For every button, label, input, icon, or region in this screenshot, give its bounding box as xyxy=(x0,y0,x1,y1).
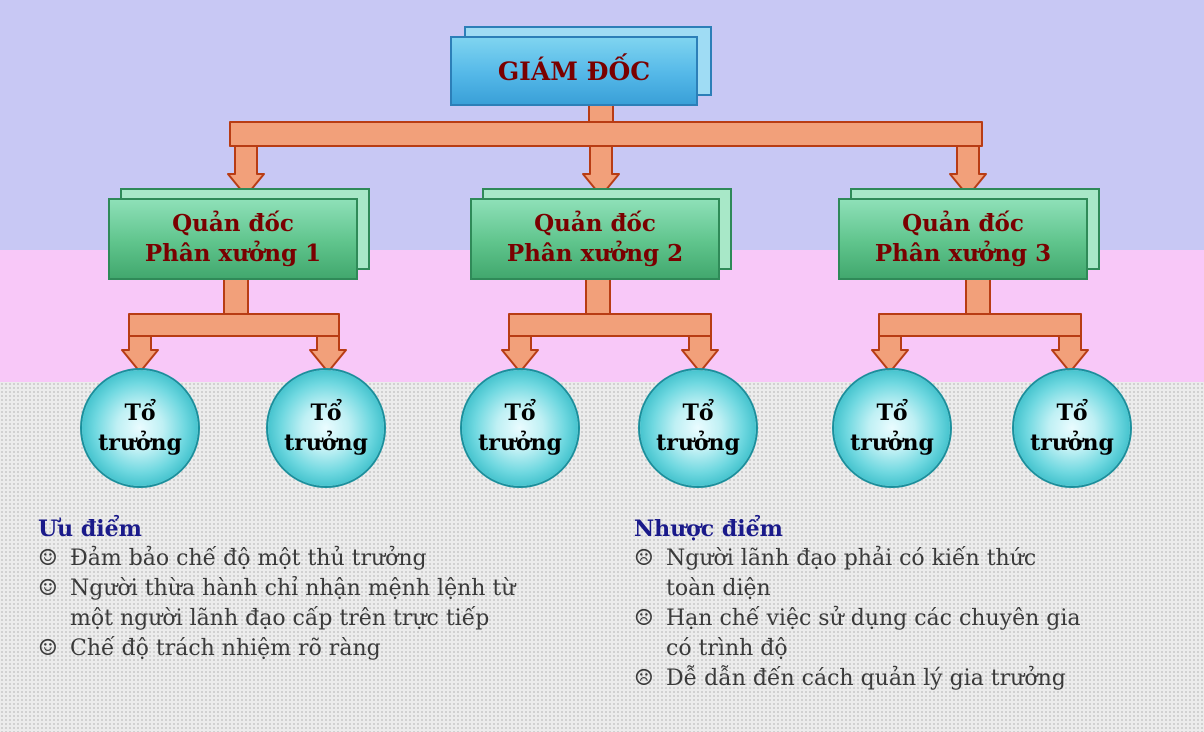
arrow-to-team-leader xyxy=(1051,335,1089,373)
connector-stem xyxy=(223,275,249,319)
leader-line1: Tổ xyxy=(124,400,156,426)
advantage-text: Người thừa hành chỉ nhận mệnh lệnh từ xyxy=(70,576,516,601)
disadvantage-item: ☹ Hạn chế việc sử dụng các chuyên gia có… xyxy=(634,604,1194,664)
team-leader-circle-6: Tổ trưởng xyxy=(1014,370,1130,486)
manager-line2: Phân xưởng 2 xyxy=(506,240,684,267)
manager-box-1: Quản đốc Phân xưởng 1 xyxy=(108,198,358,280)
arrow-to-manager xyxy=(227,145,265,197)
team-leader-circle-1: Tổ trưởng xyxy=(82,370,198,486)
director-box: GIÁM ĐỐC xyxy=(450,36,698,106)
arrow-to-manager xyxy=(949,145,987,197)
frown-icon: ☹ xyxy=(634,606,654,631)
background-band-bottom xyxy=(0,382,1204,732)
advantage-item: ☺ Đảm bảo chế độ một thủ trưởng xyxy=(38,544,598,574)
leader-line1: Tổ xyxy=(1056,400,1088,426)
arrow-to-team-leader xyxy=(501,335,539,373)
disadvantage-text-continued: có trình độ xyxy=(666,636,788,661)
arrow-to-team-leader xyxy=(121,335,159,373)
director-label: GIÁM ĐỐC xyxy=(497,56,651,86)
arrow-to-manager xyxy=(582,145,620,197)
manager-line2: Phân xưởng 3 xyxy=(874,240,1052,267)
smiley-icon: ☺ xyxy=(38,576,58,601)
leader-line2: trưởng xyxy=(1030,430,1114,456)
frown-icon: ☹ xyxy=(634,546,654,571)
manager-line1: Quản đốc xyxy=(172,210,294,237)
arrow-to-team-leader xyxy=(681,335,719,373)
team-leader-circle-5: Tổ trưởng xyxy=(834,370,950,486)
advantage-text-continued: một người lãnh đạo cấp trên trực tiếp xyxy=(70,606,490,631)
manager-line1: Quản đốc xyxy=(534,210,656,237)
smiley-icon: ☺ xyxy=(38,546,58,571)
connector-bar xyxy=(878,313,1082,337)
disadvantage-text: Người lãnh đạo phải có kiến thức xyxy=(666,546,1037,571)
disadvantage-text-continued: toàn diện xyxy=(666,576,771,601)
disadvantage-item: ☹ Người lãnh đạo phải có kiến thức toàn … xyxy=(634,544,1194,604)
team-leader-circle-4: Tổ trưởng xyxy=(640,370,756,486)
advantages-section: Ưu điểm ☺ Đảm bảo chế độ một thủ trưởng … xyxy=(38,514,598,664)
advantages-heading: Ưu điểm xyxy=(38,516,142,542)
connector-bar xyxy=(229,121,983,147)
smiley-icon: ☺ xyxy=(38,636,58,661)
manager-box-2: Quản đốc Phân xưởng 2 xyxy=(470,198,720,280)
manager-box-3: Quản đốc Phân xưởng 3 xyxy=(838,198,1088,280)
disadvantages-heading: Nhược điểm xyxy=(634,516,783,542)
leader-line2: trưởng xyxy=(284,430,368,456)
advantage-text: Chế độ trách nhiệm rõ ràng xyxy=(70,636,381,661)
advantage-text: Đảm bảo chế độ một thủ trưởng xyxy=(70,546,427,571)
team-leader-circle-2: Tổ trưởng xyxy=(268,370,384,486)
arrow-to-team-leader xyxy=(309,335,347,373)
leader-line1: Tổ xyxy=(682,400,714,426)
connector-bar xyxy=(508,313,712,337)
leader-line2: trưởng xyxy=(478,430,562,456)
arrow-to-team-leader xyxy=(871,335,909,373)
connector-bar xyxy=(128,313,340,337)
leader-line1: Tổ xyxy=(504,400,536,426)
disadvantage-text: Dễ dẫn đến cách quản lý gia trưởng xyxy=(666,666,1066,691)
disadvantage-item: ☹ Dễ dẫn đến cách quản lý gia trưởng xyxy=(634,664,1194,694)
disadvantage-text: Hạn chế việc sử dụng các chuyên gia xyxy=(666,606,1081,631)
team-leader-circle-3: Tổ trưởng xyxy=(462,370,578,486)
leader-line1: Tổ xyxy=(876,400,908,426)
leader-line2: trưởng xyxy=(850,430,934,456)
manager-line2: Phân xưởng 1 xyxy=(144,240,322,267)
advantage-item: ☺ Người thừa hành chỉ nhận mệnh lệnh từ … xyxy=(38,574,598,634)
leader-line2: trưởng xyxy=(656,430,740,456)
disadvantages-section: Nhược điểm ☹ Người lãnh đạo phải có kiến… xyxy=(634,514,1194,694)
frown-icon: ☹ xyxy=(634,666,654,691)
connector-stem xyxy=(585,275,611,319)
leader-line2: trưởng xyxy=(98,430,182,456)
manager-line1: Quản đốc xyxy=(902,210,1024,237)
advantage-item: ☺ Chế độ trách nhiệm rõ ràng xyxy=(38,634,598,664)
leader-line1: Tổ xyxy=(310,400,342,426)
connector-stem xyxy=(965,275,991,319)
